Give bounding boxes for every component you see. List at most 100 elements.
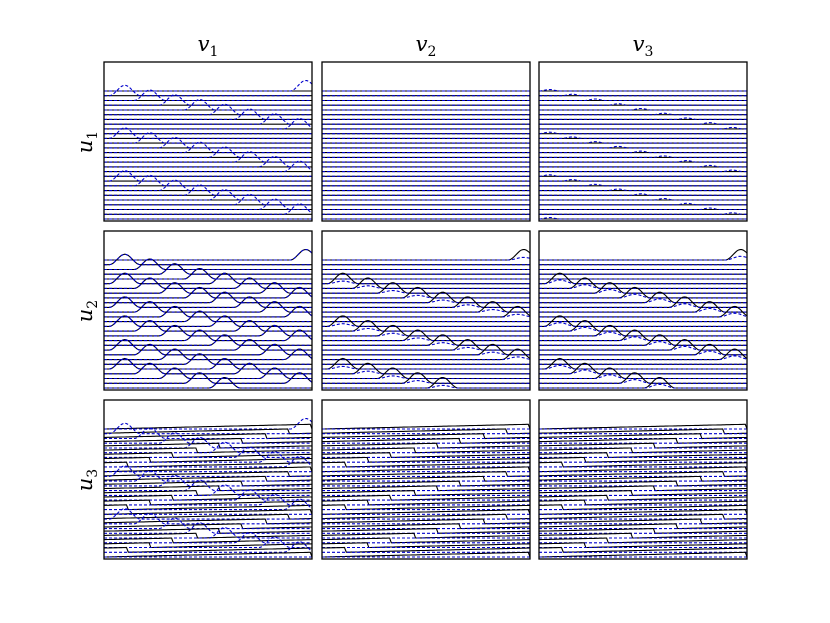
solid-line bbox=[539, 528, 747, 534]
solid-line bbox=[322, 437, 530, 444]
solid-line bbox=[104, 447, 312, 454]
solid-line bbox=[322, 523, 530, 530]
solid-line bbox=[539, 452, 747, 458]
dashed-line bbox=[539, 336, 747, 342]
column-label-3: v3 bbox=[632, 32, 654, 61]
solid-line bbox=[539, 532, 747, 539]
panel-r2-c1 bbox=[103, 230, 313, 391]
solid-line bbox=[104, 286, 312, 299]
dashed-line bbox=[104, 296, 312, 308]
column-label-2: v2 bbox=[415, 32, 437, 61]
dashed-line bbox=[104, 127, 312, 139]
solid-line bbox=[539, 339, 747, 351]
dashed-line bbox=[104, 108, 312, 120]
solid-line bbox=[539, 490, 747, 496]
solid-line bbox=[322, 528, 530, 534]
dashed-line bbox=[104, 151, 312, 163]
panel-frame bbox=[103, 230, 313, 391]
solid-line bbox=[539, 494, 747, 501]
panel-r3-c1 bbox=[103, 399, 313, 560]
solid-line bbox=[539, 329, 747, 342]
solid-line bbox=[104, 532, 312, 539]
panel-r1-c3 bbox=[538, 61, 748, 222]
dashed-line bbox=[104, 89, 312, 102]
solid-line bbox=[322, 343, 530, 356]
solid-line bbox=[539, 461, 747, 468]
solid-line bbox=[539, 475, 747, 482]
dashed-line bbox=[104, 179, 312, 192]
solid-line bbox=[539, 537, 747, 544]
dashed-line bbox=[104, 94, 312, 106]
solid-line bbox=[539, 305, 747, 318]
dashed-line bbox=[104, 277, 312, 289]
dashed-line bbox=[104, 267, 312, 280]
solid-line bbox=[322, 249, 530, 261]
dashed-line bbox=[104, 132, 312, 144]
panel-frame bbox=[538, 399, 748, 560]
panel-frame bbox=[103, 399, 313, 560]
solid-line bbox=[104, 480, 312, 487]
dashed-line bbox=[539, 379, 747, 384]
solid-line bbox=[322, 301, 530, 313]
dashed-line bbox=[539, 284, 747, 289]
row-label-1: u1 bbox=[73, 130, 102, 154]
panel-r2-c3 bbox=[538, 230, 748, 391]
solid-line bbox=[539, 442, 747, 449]
solid-line bbox=[322, 499, 530, 506]
solid-line bbox=[104, 542, 312, 549]
solid-line bbox=[322, 456, 530, 463]
solid-line bbox=[104, 423, 312, 430]
dashed-line bbox=[104, 301, 312, 313]
dashed-line bbox=[539, 326, 747, 332]
solid-line bbox=[322, 542, 530, 549]
dashed-line bbox=[104, 493, 312, 506]
dashed-line bbox=[539, 355, 747, 361]
solid-line bbox=[322, 329, 530, 342]
panel-r2-c2 bbox=[321, 230, 531, 391]
dashed-line bbox=[104, 339, 312, 351]
dashed-line bbox=[539, 369, 747, 375]
solid-line bbox=[539, 485, 747, 492]
solid-line bbox=[104, 456, 312, 463]
solid-line bbox=[104, 249, 312, 261]
dashed-line bbox=[539, 255, 747, 261]
solid-line bbox=[322, 348, 530, 361]
solid-line bbox=[322, 490, 530, 496]
dashed-line bbox=[539, 298, 747, 304]
panel-r3-c3 bbox=[538, 399, 748, 560]
solid-line bbox=[104, 433, 312, 440]
solid-line bbox=[539, 377, 747, 389]
solid-line bbox=[539, 428, 747, 435]
solid-line bbox=[539, 466, 747, 473]
dashed-line bbox=[104, 479, 312, 492]
solid-line bbox=[539, 546, 747, 553]
dashed-line bbox=[104, 508, 312, 520]
dashed-line bbox=[322, 280, 530, 285]
solid-line bbox=[322, 518, 530, 525]
solid-line bbox=[322, 286, 530, 299]
solid-line bbox=[104, 523, 312, 530]
dashed-line bbox=[104, 286, 312, 299]
dashed-line bbox=[104, 198, 312, 211]
solid-line bbox=[539, 551, 747, 558]
dashed-line bbox=[104, 249, 312, 261]
dashed-line bbox=[104, 329, 312, 342]
dashed-line bbox=[104, 377, 312, 389]
solid-line bbox=[539, 343, 747, 356]
dashed-line bbox=[104, 320, 312, 332]
dashed-line bbox=[539, 364, 747, 370]
dashed-line bbox=[104, 465, 312, 477]
solid-line bbox=[104, 461, 312, 468]
solid-line bbox=[539, 296, 747, 308]
panel-frame bbox=[538, 230, 748, 391]
dashed-line bbox=[104, 343, 312, 356]
dashed-line bbox=[104, 155, 312, 168]
solid-line bbox=[322, 461, 530, 468]
solid-line bbox=[104, 513, 312, 520]
solid-line bbox=[539, 249, 747, 261]
solid-line bbox=[104, 509, 312, 515]
dashed-line bbox=[539, 383, 747, 389]
dashed-line bbox=[322, 294, 530, 299]
solid-line bbox=[322, 362, 530, 375]
solid-line bbox=[322, 485, 530, 492]
